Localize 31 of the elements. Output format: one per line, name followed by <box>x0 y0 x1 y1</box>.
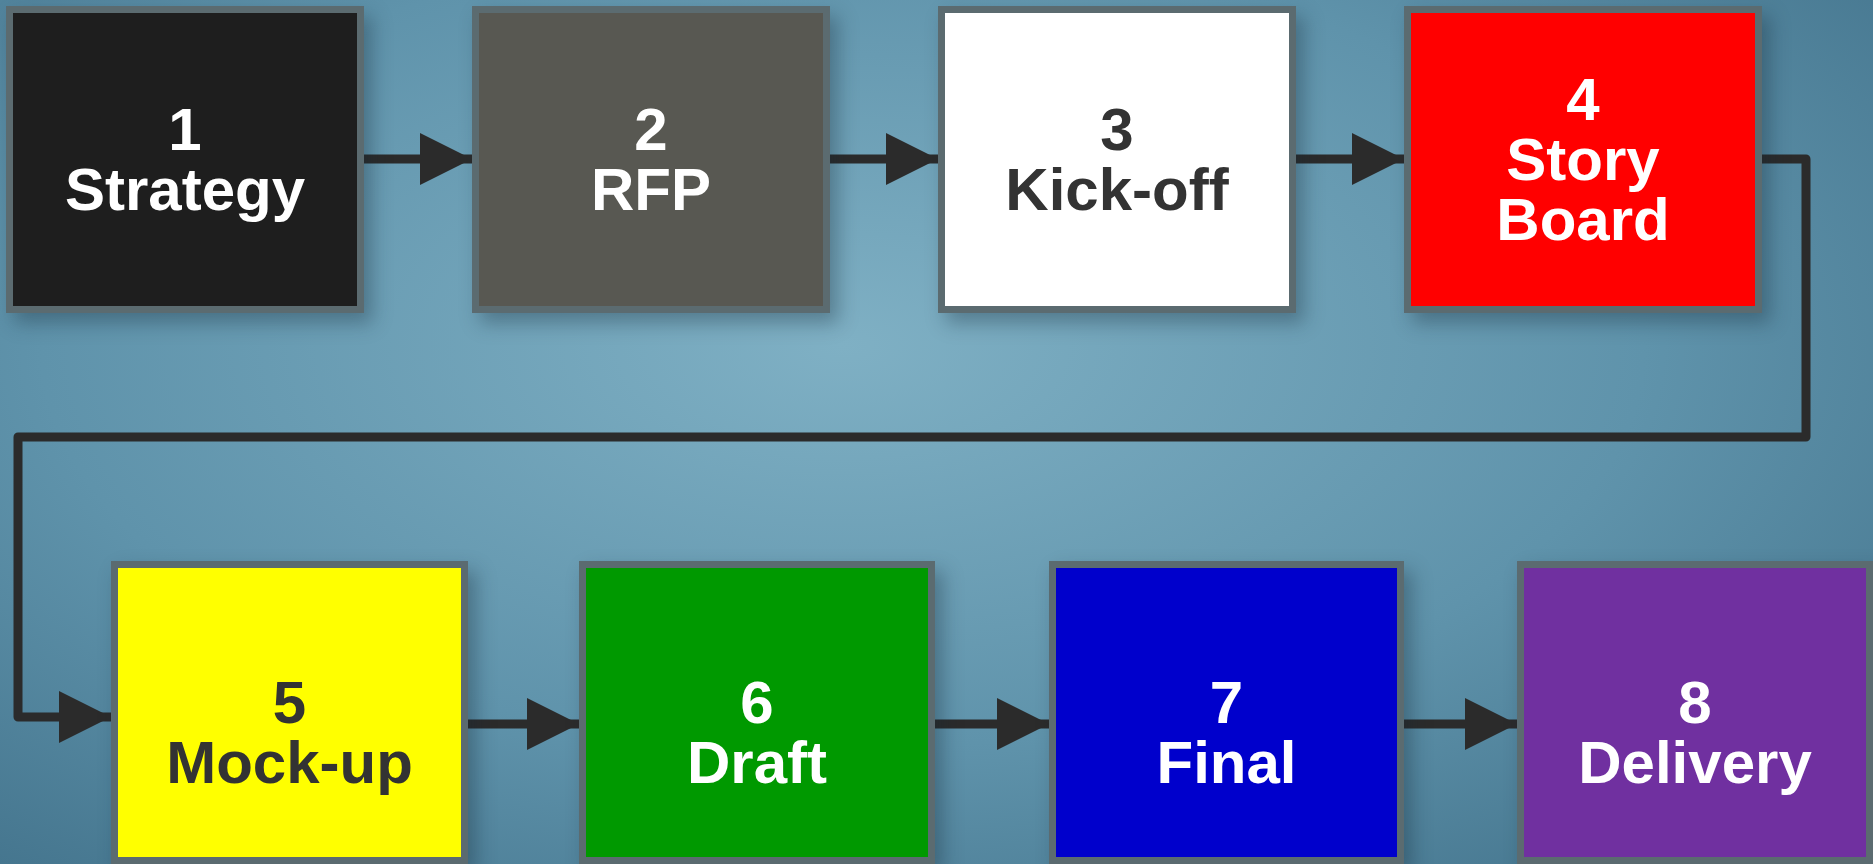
process-box <box>111 561 468 864</box>
step-number: 7 <box>1208 672 1245 733</box>
step-label: Story Board <box>1495 129 1671 250</box>
step-label: Kick-off <box>1004 159 1230 220</box>
step-label: Draft <box>686 732 828 793</box>
step-label: Strategy <box>63 159 307 220</box>
process-box <box>6 6 364 313</box>
step-number: 5 <box>271 672 308 733</box>
step-number: 1 <box>167 99 203 160</box>
process-box <box>938 6 1296 313</box>
process-box <box>472 6 830 313</box>
arrow <box>830 133 938 185</box>
arrow <box>364 133 472 185</box>
step-number: 3 <box>1099 99 1135 160</box>
arrow <box>935 698 1049 750</box>
arrow <box>1296 133 1404 185</box>
step-label: Delivery <box>1577 732 1813 793</box>
step-label: Final <box>1155 732 1298 793</box>
process-box <box>1049 561 1404 864</box>
arrow <box>1404 698 1517 750</box>
arrow <box>13 154 1811 743</box>
step-number: 8 <box>1677 672 1713 733</box>
step-number: 2 <box>633 99 669 160</box>
process-box <box>1517 561 1873 864</box>
process-box <box>579 561 935 864</box>
step-label: RFP <box>590 159 712 220</box>
step-number: 6 <box>739 672 775 733</box>
process-box <box>1404 6 1762 313</box>
arrow <box>468 698 579 750</box>
step-label: Mock-up <box>165 732 414 793</box>
step-number: 4 <box>1565 69 1601 130</box>
